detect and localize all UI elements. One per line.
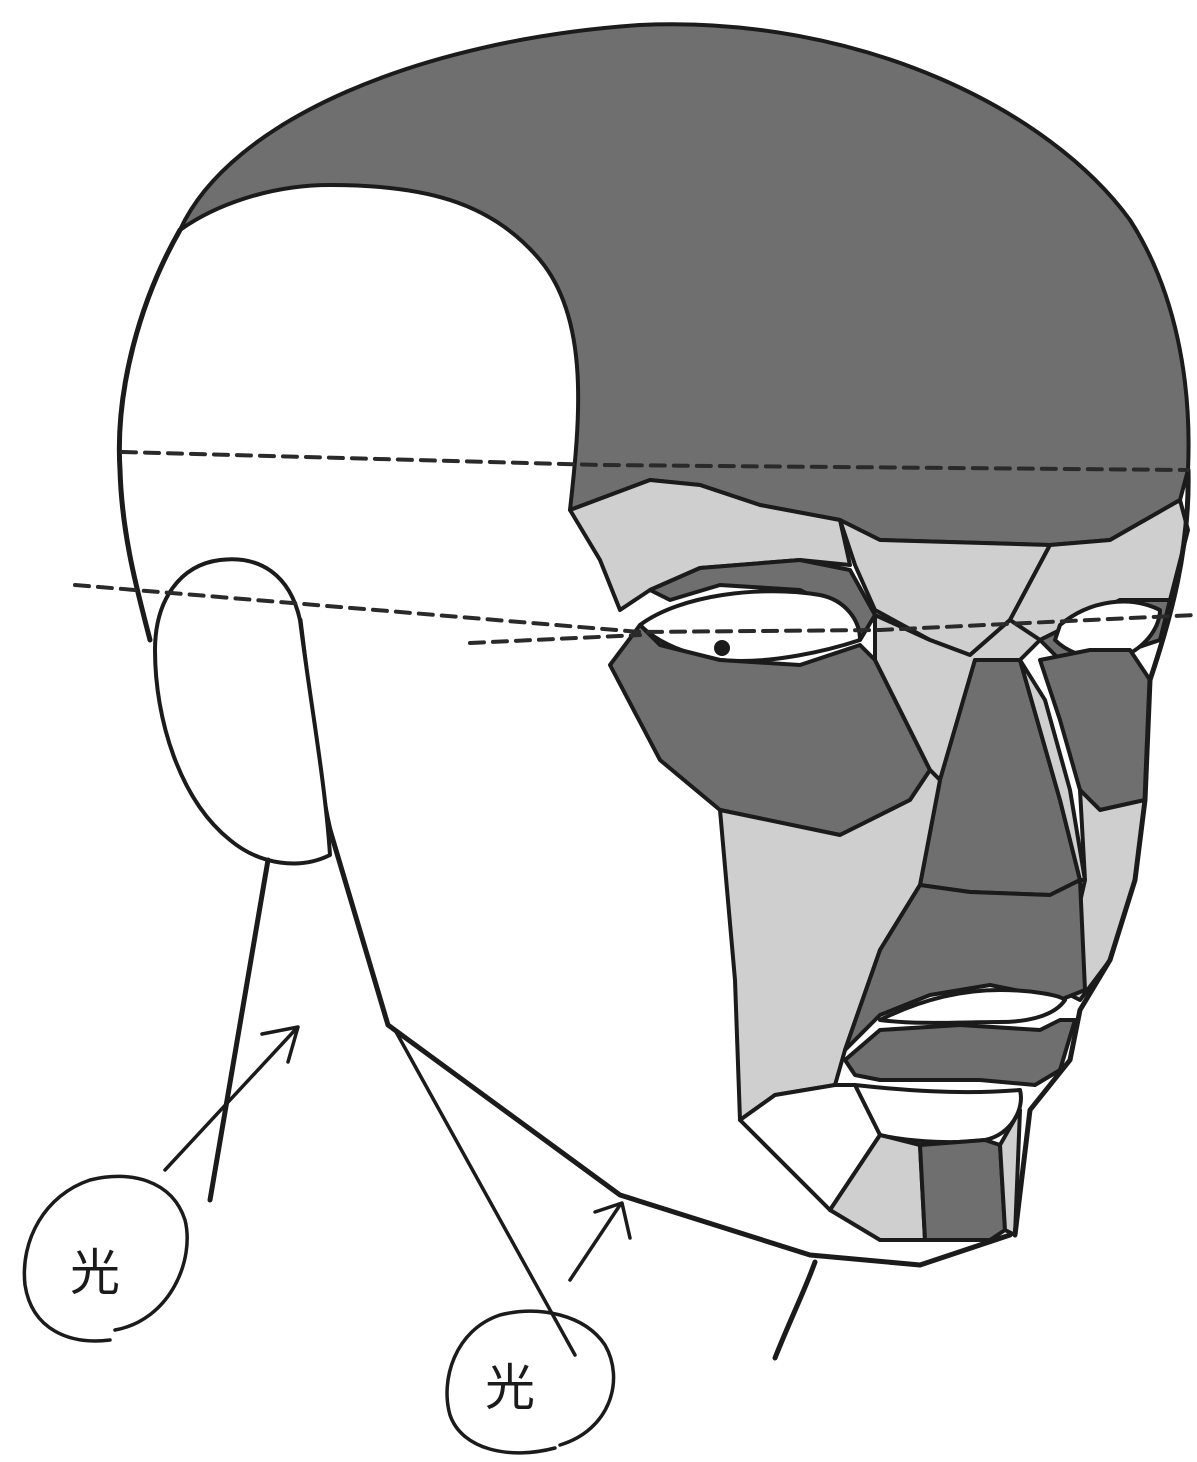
light-ray-1 xyxy=(165,1030,295,1170)
light-ray-2-line xyxy=(395,1030,575,1355)
chin-plane-dark xyxy=(920,1140,1005,1240)
light-label-1: 光 xyxy=(70,1244,120,1302)
eye-guide-line-secondary xyxy=(470,635,640,643)
light-label-2: 光 xyxy=(485,1359,535,1417)
neck-front-line xyxy=(775,1262,815,1358)
head-outline xyxy=(119,230,180,640)
light-ray-2-arrow xyxy=(570,1205,620,1280)
neck-back-line xyxy=(210,860,268,1200)
lower-lip xyxy=(845,1020,1075,1085)
pupil-left xyxy=(714,640,730,656)
